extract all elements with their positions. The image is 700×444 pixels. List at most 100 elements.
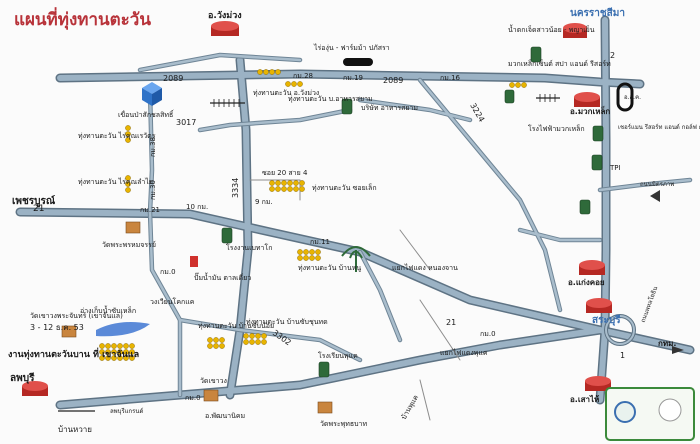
km-21: กม.21 xyxy=(140,206,160,214)
place-power-plant: โรงไฟฟ้ามวกเหล็ก xyxy=(528,124,585,133)
sunflower-icon xyxy=(275,186,281,192)
city-sao-hai: อ.เสาไห้ xyxy=(570,394,599,404)
place-phatthana-nikhom: อ.พัฒนานิคม xyxy=(205,412,245,420)
sunflower-icon xyxy=(125,175,131,181)
sunflower-icon xyxy=(297,255,303,261)
sunflower-icon xyxy=(315,255,321,261)
logo-figure xyxy=(658,398,682,422)
km-10: 10 กม. xyxy=(186,203,208,211)
sunflower-icon xyxy=(99,349,105,355)
sunflower-icon xyxy=(207,343,213,349)
sunflower-icon xyxy=(315,249,321,255)
sunflower-icon xyxy=(509,82,515,88)
tree-icon xyxy=(341,246,371,272)
sunflower-icon xyxy=(257,69,263,75)
building-icon xyxy=(530,46,542,63)
sunflower-icon xyxy=(275,69,281,75)
place-betagro: โรงงานเบทาโก xyxy=(226,243,272,252)
sunflower-fields xyxy=(99,69,527,361)
place-field-ban-nu: ทุ่งทานตะวัน บ้านหนู xyxy=(298,264,361,272)
sunflower-icon xyxy=(275,180,281,186)
city-marker-kaeng-khoi xyxy=(579,260,605,275)
road-number-2089-west: 2089 xyxy=(163,74,183,83)
sunflower-icon xyxy=(303,249,309,255)
place-field-sap-noi: ทุ่งทานตะวัน บ้านซับน้อย xyxy=(198,322,274,330)
fuel-icon xyxy=(190,256,198,267)
city-saraburi: สระบุรี xyxy=(592,314,621,326)
sunflower-icon xyxy=(129,355,135,361)
km-30: กม.30 xyxy=(149,180,157,200)
sunflower-icon xyxy=(129,349,135,355)
sunflower-icon xyxy=(249,339,255,345)
sunflower-icon xyxy=(281,186,287,192)
sunflower-icon xyxy=(309,249,315,255)
temple-icon xyxy=(61,325,77,338)
place-field-siam-food: ทุ่งทานตะวัน บ.อาหารสยาม xyxy=(288,95,373,103)
event-info: 3 - 12 ธ.ค. 53 งานทุ่งทานตะวันบาน ที่ เข… xyxy=(8,323,139,360)
sunflower-icon xyxy=(299,180,305,186)
building-icon xyxy=(591,154,603,171)
sunflower-icon xyxy=(269,186,275,192)
place-wat-phra-phrom: วัดพระพรหมจรรย์ xyxy=(102,241,156,249)
sunflower-icon xyxy=(117,343,123,349)
place-sherman-resort: เชอร์แมน รีสอร์ท แอนด์ กอล์ฟ คลับ xyxy=(618,123,700,131)
road-number-3017: 3017 xyxy=(176,118,196,127)
sunflower-icon xyxy=(243,339,249,345)
sunflower-icon xyxy=(125,125,131,131)
sunflower-icon xyxy=(219,343,225,349)
sunflower-icon xyxy=(123,349,129,355)
sunflower-icon xyxy=(293,180,299,186)
place-field-sap-chun: ทุ่งทานตะวัน บ้านซับชุนทด xyxy=(246,318,328,326)
place-field-lamyai: ทุ่งทานตะวัน ไร่คุณลำไย xyxy=(78,177,153,186)
city-marker-muak-lek xyxy=(574,92,600,107)
km-19: กม.19 xyxy=(343,74,363,82)
building-icon xyxy=(318,361,330,378)
sunflower-icon xyxy=(515,82,521,88)
place-mittraphap: ถนนมิตรภาพ xyxy=(640,181,674,188)
sunflower-icon xyxy=(303,255,309,261)
place-spa-resort: มวกเหล็กเซ็นต์ สปา แอนด์ รีสอร์ท xyxy=(508,59,611,68)
city-marker-saraburi xyxy=(586,298,612,313)
dam-icon xyxy=(142,82,162,106)
city-lopburi: ลพบุรี xyxy=(10,372,35,384)
building-icon xyxy=(579,199,591,215)
sunflower-icon xyxy=(111,343,117,349)
event-date: 3 - 12 ธ.ค. 53 xyxy=(30,323,84,332)
sunflower-icon xyxy=(261,339,267,345)
aosokor-icon xyxy=(616,82,634,112)
map-title: แผนที่ทุ่งทานตะวัน xyxy=(14,7,151,30)
place-phu-khae-school: โรงเรียนพุแค xyxy=(318,351,358,360)
city-muak-lek: อ.มวกเหล็ก xyxy=(570,105,610,116)
markers xyxy=(22,21,695,441)
sunflower-icon xyxy=(291,81,297,87)
sunflower-icon xyxy=(297,81,303,87)
sunflower-icon xyxy=(219,337,225,343)
place-nong-chan-junction: แยกไฟแดง หนองจาน xyxy=(392,263,458,272)
building-icon xyxy=(221,227,233,244)
road-label-soi20: ซอย 20 สาย 4 xyxy=(262,169,308,177)
place-aosokor: อ.ส.ค. xyxy=(624,94,641,101)
city-marker-nakhon-ratchasima xyxy=(563,23,587,38)
sunflower-icon xyxy=(105,355,111,361)
place-field-rewat: ทุ่งทานตะวัน ไร่คุณเรวัตร xyxy=(78,131,156,140)
km-28: กม.28 xyxy=(293,72,313,80)
sunflower-icon xyxy=(213,337,219,343)
sunflower-icon xyxy=(261,333,267,339)
place-tpi: TPI xyxy=(609,164,621,172)
logo-emblem xyxy=(614,401,636,423)
building-icon xyxy=(341,98,353,115)
sunflower-icon xyxy=(269,180,275,186)
sunflower-icon xyxy=(213,343,219,349)
place-phu-khae-junction: แยกไฟแดงพุแค xyxy=(440,348,488,357)
sunflower-icon xyxy=(263,69,269,75)
city-nakhon-ratchasima: นครราชสีมา xyxy=(570,7,625,19)
sunflower-icon xyxy=(111,349,117,355)
sunflower-icon xyxy=(105,349,111,355)
sunflower-icon xyxy=(125,131,131,137)
road-number-1: 1 xyxy=(620,351,625,360)
sunflower-icon xyxy=(207,337,213,343)
sunflower-icon xyxy=(117,355,123,361)
city-marker-wang-muang xyxy=(211,21,239,36)
sunflower-icon xyxy=(281,180,287,186)
